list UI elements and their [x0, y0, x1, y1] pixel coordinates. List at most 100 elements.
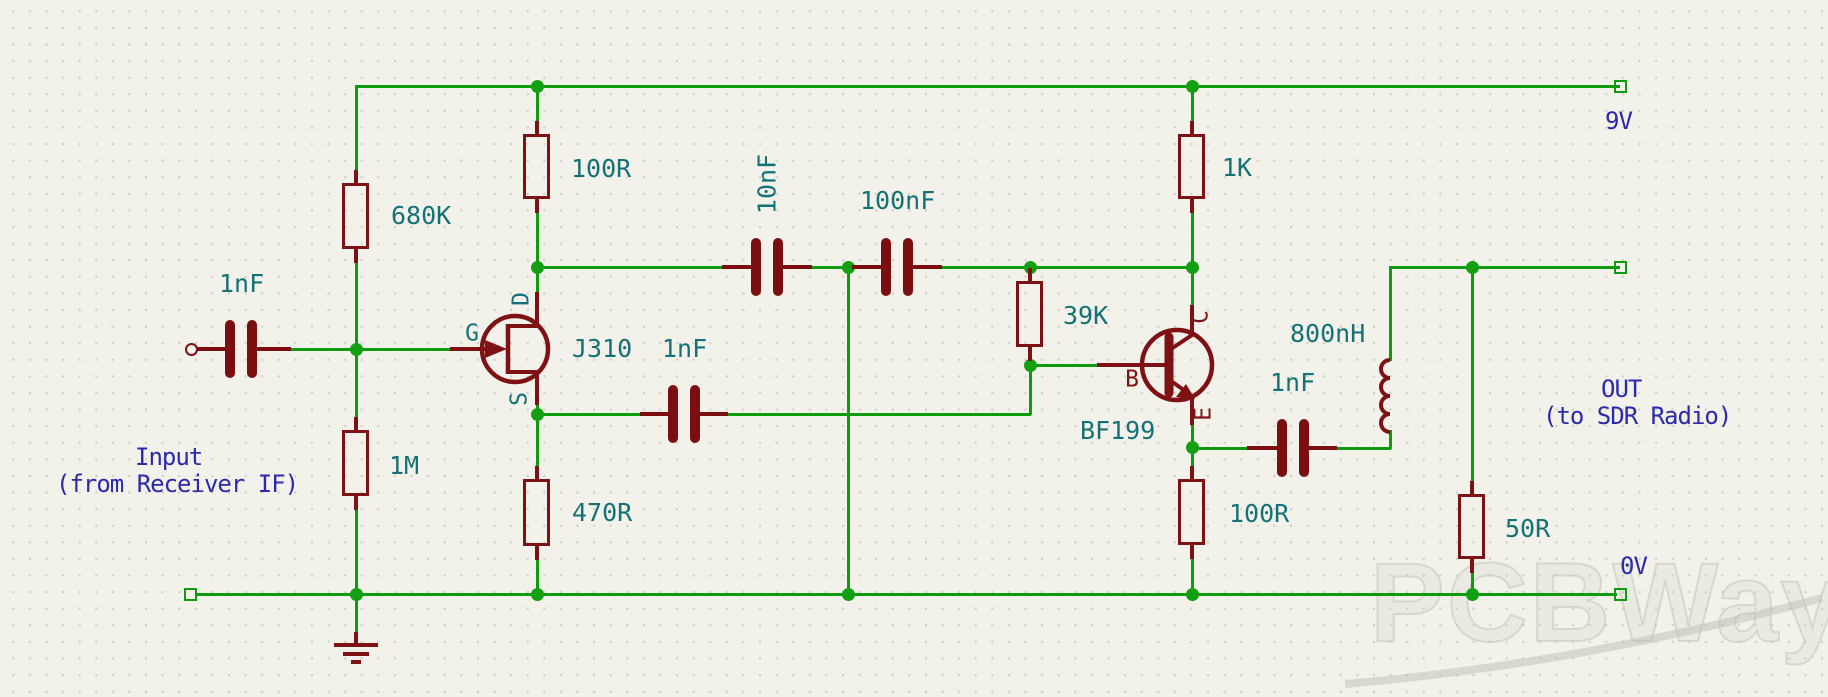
out-label: OUT — [1601, 375, 1642, 403]
wire-segment — [1389, 430, 1392, 449]
rail-9v-label: 9V — [1605, 107, 1633, 135]
pin-stub — [1470, 481, 1474, 495]
junction-dot — [1186, 441, 1199, 454]
pin-stub — [1028, 347, 1032, 361]
jfet-part-label: J310 — [572, 334, 633, 363]
wire-segment — [847, 266, 850, 595]
wire-segment — [355, 86, 358, 183]
wire-segment — [1191, 86, 1194, 135]
capacitor-10nf-value: 10nF — [752, 153, 782, 215]
pin-stub — [913, 265, 942, 269]
junction-dot — [531, 588, 544, 601]
junction-dot — [350, 588, 363, 601]
junction-dot — [1466, 588, 1479, 601]
wire-segment — [1304, 447, 1391, 450]
pin-stub — [1190, 121, 1194, 135]
junction-dot — [1186, 588, 1199, 601]
pin-stub — [1247, 446, 1277, 450]
wire-segment — [778, 266, 886, 269]
wire-segment — [355, 250, 358, 430]
resistor-body — [523, 134, 550, 199]
capacitor-source-1nf-value: 1nF — [662, 334, 708, 363]
capacitor-plate — [773, 238, 783, 296]
pin-stub — [257, 347, 291, 351]
out-terminal — [1614, 261, 1627, 274]
capacitor-output-1nf-value: 1nF — [1270, 368, 1316, 397]
capacitor-plate — [881, 238, 891, 296]
rail-0v-terminal-right — [1614, 588, 1627, 601]
capacitor-plate — [751, 238, 761, 296]
junction-dot — [1186, 261, 1199, 274]
capacitor-plate — [668, 385, 678, 443]
pin-stub — [700, 412, 728, 416]
pcbway-watermark: PCBWay — [1369, 539, 1828, 666]
resistor-body — [1016, 281, 1043, 347]
junction-dot — [842, 261, 855, 274]
capacitor-100nf-value: 100nF — [860, 186, 936, 215]
wire-segment — [355, 85, 1620, 88]
resistor-body — [1178, 479, 1205, 545]
out-sublabel: (to SDR Radio) — [1543, 402, 1732, 430]
wire-segment — [1471, 560, 1474, 594]
wire-segment — [356, 348, 460, 351]
jfet-pin-s-label: S — [506, 392, 533, 406]
capacitor-plate — [225, 320, 235, 378]
pin-stub — [783, 265, 812, 269]
rail-0v-label: 0V — [1620, 552, 1648, 580]
pin-stub — [354, 417, 358, 431]
pin-stub — [535, 546, 539, 560]
inductor-800nh-value: 800nH — [1290, 319, 1366, 348]
capacitor-plate — [1277, 419, 1287, 477]
jfet-symbol — [450, 292, 551, 405]
resistor-50r-value: 50R — [1505, 514, 1551, 543]
input-label: Input — [135, 443, 203, 471]
junction-dot — [531, 80, 544, 93]
rail-9v-terminal — [1614, 80, 1627, 93]
wire-segment — [536, 200, 539, 267]
capacitor-plate — [247, 320, 257, 378]
resistor-body — [1458, 494, 1485, 559]
npn-pin-e-label: E — [1190, 407, 1217, 421]
resistor-1m-value: 1M — [389, 451, 420, 480]
pin-stub — [722, 265, 751, 269]
wire-segment — [908, 266, 1192, 269]
junction-dot — [531, 408, 544, 421]
capacitor-plate — [690, 385, 700, 443]
junction-dot — [1466, 261, 1479, 274]
wire-segment — [1029, 348, 1032, 415]
pin-stub — [354, 496, 358, 510]
npn-symbol — [1097, 305, 1215, 425]
pin-stub — [1190, 199, 1194, 213]
pin-stub — [535, 199, 539, 213]
pin-stub — [1190, 545, 1194, 559]
wire-segment — [536, 267, 539, 296]
input-sublabel: (from Receiver IF) — [56, 470, 299, 498]
junction-dot — [1186, 80, 1199, 93]
pin-stub — [535, 121, 539, 135]
wire-segment — [536, 547, 539, 594]
wire-segment — [537, 266, 756, 269]
wire-segment — [1191, 546, 1194, 594]
junction-dot — [531, 261, 544, 274]
junction-dot — [1024, 261, 1037, 274]
resistor-body — [342, 430, 369, 496]
wire-segment — [1031, 364, 1105, 367]
wire-segment — [355, 594, 358, 634]
pin-stub — [852, 265, 881, 269]
wire-segment — [252, 348, 356, 351]
junction-dot — [350, 343, 363, 356]
wire-segment — [1191, 267, 1194, 308]
resistor-39k-value: 39K — [1063, 301, 1109, 330]
npn-pin-c-label: C — [1187, 310, 1214, 324]
resistor-470r-value: 470R — [572, 498, 633, 527]
capacitor-plate — [1299, 419, 1309, 477]
resistor-body — [342, 183, 369, 249]
pin-stub — [1309, 446, 1337, 450]
npn-pin-b-label: B — [1125, 366, 1139, 393]
jfet-pin-d-label: D — [508, 292, 535, 306]
pin-stub — [1470, 559, 1474, 573]
wire-segment — [1191, 200, 1194, 267]
pin-stub — [1028, 268, 1032, 282]
wire-segment — [1193, 447, 1282, 450]
